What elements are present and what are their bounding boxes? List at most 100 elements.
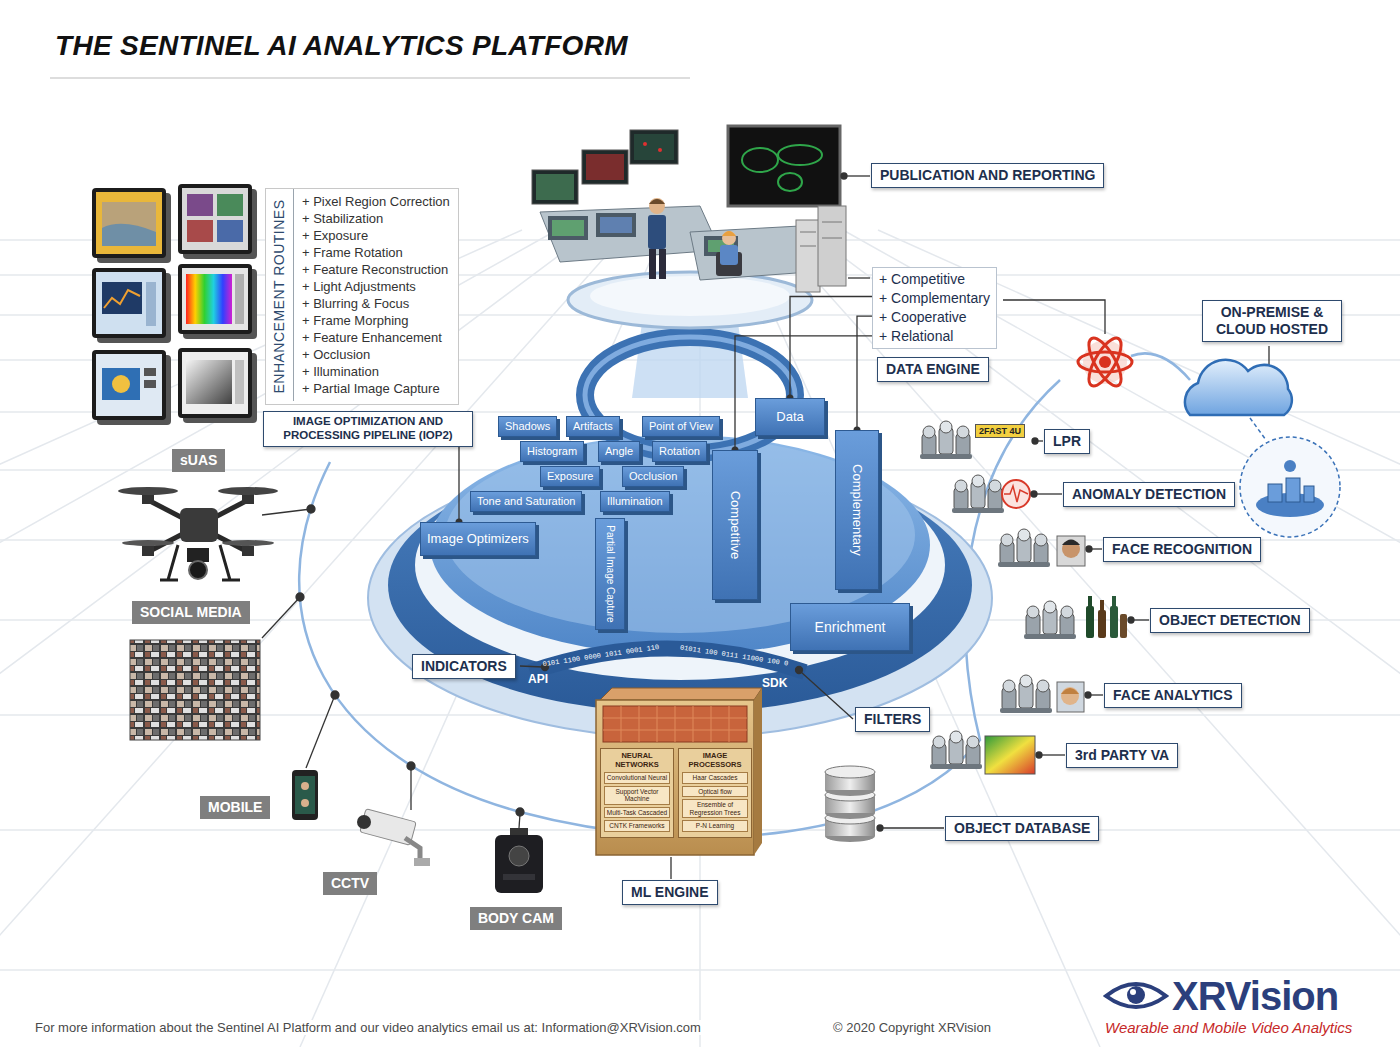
routine-item: + Pixel Region Correction: [302, 193, 450, 210]
logo-tagline: Wearable and Mobile Video Analytics: [1105, 1019, 1352, 1036]
module-block: Enrichment: [790, 603, 910, 651]
connector: [857, 316, 872, 430]
module-block: Point of View: [642, 416, 720, 437]
algorithm-item: Optical flow: [682, 786, 748, 798]
node-text: FACE RECOGNITION: [1112, 541, 1252, 558]
node-text: + Cooperative: [879, 308, 990, 327]
label-box: INDICATORS: [412, 654, 516, 679]
ml-engine-chest: [596, 688, 762, 855]
xrvision-eye: [1106, 984, 1166, 1007]
node-text: Competitive: [727, 491, 743, 560]
label-box: ON-PREMISE & CLOUD HOSTED: [1202, 300, 1342, 342]
label-box: FILTERS: [855, 707, 930, 732]
node-text: sUAS: [180, 452, 217, 469]
module-block: Angle: [598, 441, 640, 462]
engine-list: + Competitive+ Complementary+ Cooperativ…: [872, 267, 997, 349]
routine-item: + Light Adjustments: [302, 278, 450, 295]
node-text: Occlusion: [629, 470, 677, 483]
drone-illustration: [118, 487, 278, 580]
phone-icon: [292, 770, 318, 820]
routine-item: + Feature Enhancement: [302, 329, 450, 346]
algorithm-item: Ensemble of Regression Trees: [682, 799, 748, 818]
routine-item: + Occlusion: [302, 346, 450, 363]
routine-item: + Frame Morphing: [302, 312, 450, 329]
node-text: DATA ENGINE: [886, 361, 980, 378]
binary-stream: 0101 1100 0000 1011 0001 110: [542, 644, 659, 668]
label-box: FACE RECOGNITION: [1103, 537, 1261, 562]
node-text: PUBLICATION AND REPORTING: [880, 167, 1095, 184]
object-database: [825, 766, 875, 842]
node-text: Angle: [605, 445, 633, 458]
node-text: BODY CAM: [478, 910, 554, 927]
node-text: Complementary: [849, 464, 865, 556]
node-text: ANOMALY DETECTION: [1072, 486, 1226, 503]
label-box: OBJECT DATABASE: [945, 816, 1099, 841]
body-cam: [495, 828, 543, 893]
floor-grid: [0, 230, 1400, 1047]
platform: [368, 435, 992, 738]
label-box: LPR: [1044, 429, 1090, 454]
node-text: Data: [776, 409, 803, 425]
routine-item: + Stabilization: [302, 210, 450, 227]
module-block: Shadows: [498, 416, 557, 437]
diagram-title: THE SENTINEL AI ANALYTICS PLATFORM: [55, 30, 628, 62]
node-text: Shadows: [505, 420, 550, 433]
license-plate: 2FAST 4U: [975, 424, 1025, 438]
routine-panel: ENHANCEMENT ROUTINES+ Pixel Region Corre…: [265, 188, 459, 405]
node-text: Rotation: [659, 445, 700, 458]
source-label: SOCIAL MEDIA: [132, 601, 250, 624]
algorithm-item: Multi-Task Cascaded: [604, 807, 670, 819]
node-text: INDICATORS: [421, 658, 507, 675]
routine-item: + Frame Rotation: [302, 244, 450, 261]
module-block: Tone and Saturation: [470, 491, 582, 512]
label-box: IMAGE OPTIMIZATION AND PROCESSING PIPELI…: [263, 411, 473, 447]
analytics-engines: [920, 421, 1127, 774]
algorithm-item: Support Vector Machine: [604, 786, 670, 805]
media-folders: [92, 184, 257, 425]
node-text: Image Optimizers: [427, 531, 529, 547]
cloud-icon: [1185, 360, 1340, 537]
node-text: Partial Image Capture: [604, 525, 616, 622]
routine-item: + Feature Reconstruction: [302, 261, 450, 278]
panel-heading: IMAGE PROCESSORS: [682, 752, 748, 769]
cctv-camera: [357, 809, 430, 866]
routine-list: + Pixel Region Correction+ Stabilization…: [293, 189, 458, 401]
algorithm-item: P-N Learning: [682, 820, 748, 832]
atom-icon: [1078, 334, 1132, 391]
source-label: MOBILE: [200, 796, 270, 819]
routine-item: + Blurring & Focus: [302, 295, 450, 312]
logo-wordmark: XRVision: [1172, 974, 1338, 1019]
node-text: OBJECT DETECTION: [1159, 612, 1301, 629]
control-room: [532, 126, 846, 328]
label-box: FACE ANALYTICS: [1104, 683, 1242, 708]
module-block: Image Optimizers: [420, 522, 536, 556]
node-text: + Complementary: [879, 289, 990, 308]
panel-heading: NEURAL NETWORKS: [604, 752, 670, 769]
node-text: + Competitive: [879, 270, 990, 289]
node-text: + Relational: [879, 327, 990, 346]
node-text: Enrichment: [815, 619, 886, 636]
interface-label: SDK: [762, 676, 787, 690]
module-block: Complementary: [835, 430, 879, 590]
connector: [790, 297, 872, 398]
algorithm-item: Haar Cascades: [682, 772, 748, 784]
ml-panel: NEURAL NETWORKSConvolutional NeuralSuppo…: [600, 748, 674, 838]
routine-item: + Illumination: [302, 363, 450, 380]
module-block: Artifacts: [566, 416, 620, 437]
node-text: CCTV: [331, 875, 369, 892]
binary-stream: 01011 100 0111 11000 100 0: [679, 644, 788, 667]
algorithm-item: CNTK Frameworks: [604, 820, 670, 832]
title-rule: [50, 77, 690, 79]
source-label: BODY CAM: [470, 907, 562, 930]
module-block: Rotation: [652, 441, 707, 462]
node-text: FACE ANALYTICS: [1113, 687, 1233, 704]
node-text: OBJECT DATABASE: [954, 820, 1090, 837]
node-text: MOBILE: [208, 799, 262, 816]
node-text: IMAGE OPTIMIZATION AND PROCESSING PIPELI…: [272, 415, 464, 443]
label-box: OBJECT DETECTION: [1150, 608, 1310, 633]
label-box: 3rd PARTY VA: [1066, 743, 1178, 768]
module-block: Illumination: [600, 491, 670, 512]
ml-panel: IMAGE PROCESSORS Haar CascadesOptical flo…: [678, 748, 752, 838]
node-text: SOCIAL MEDIA: [140, 604, 242, 621]
